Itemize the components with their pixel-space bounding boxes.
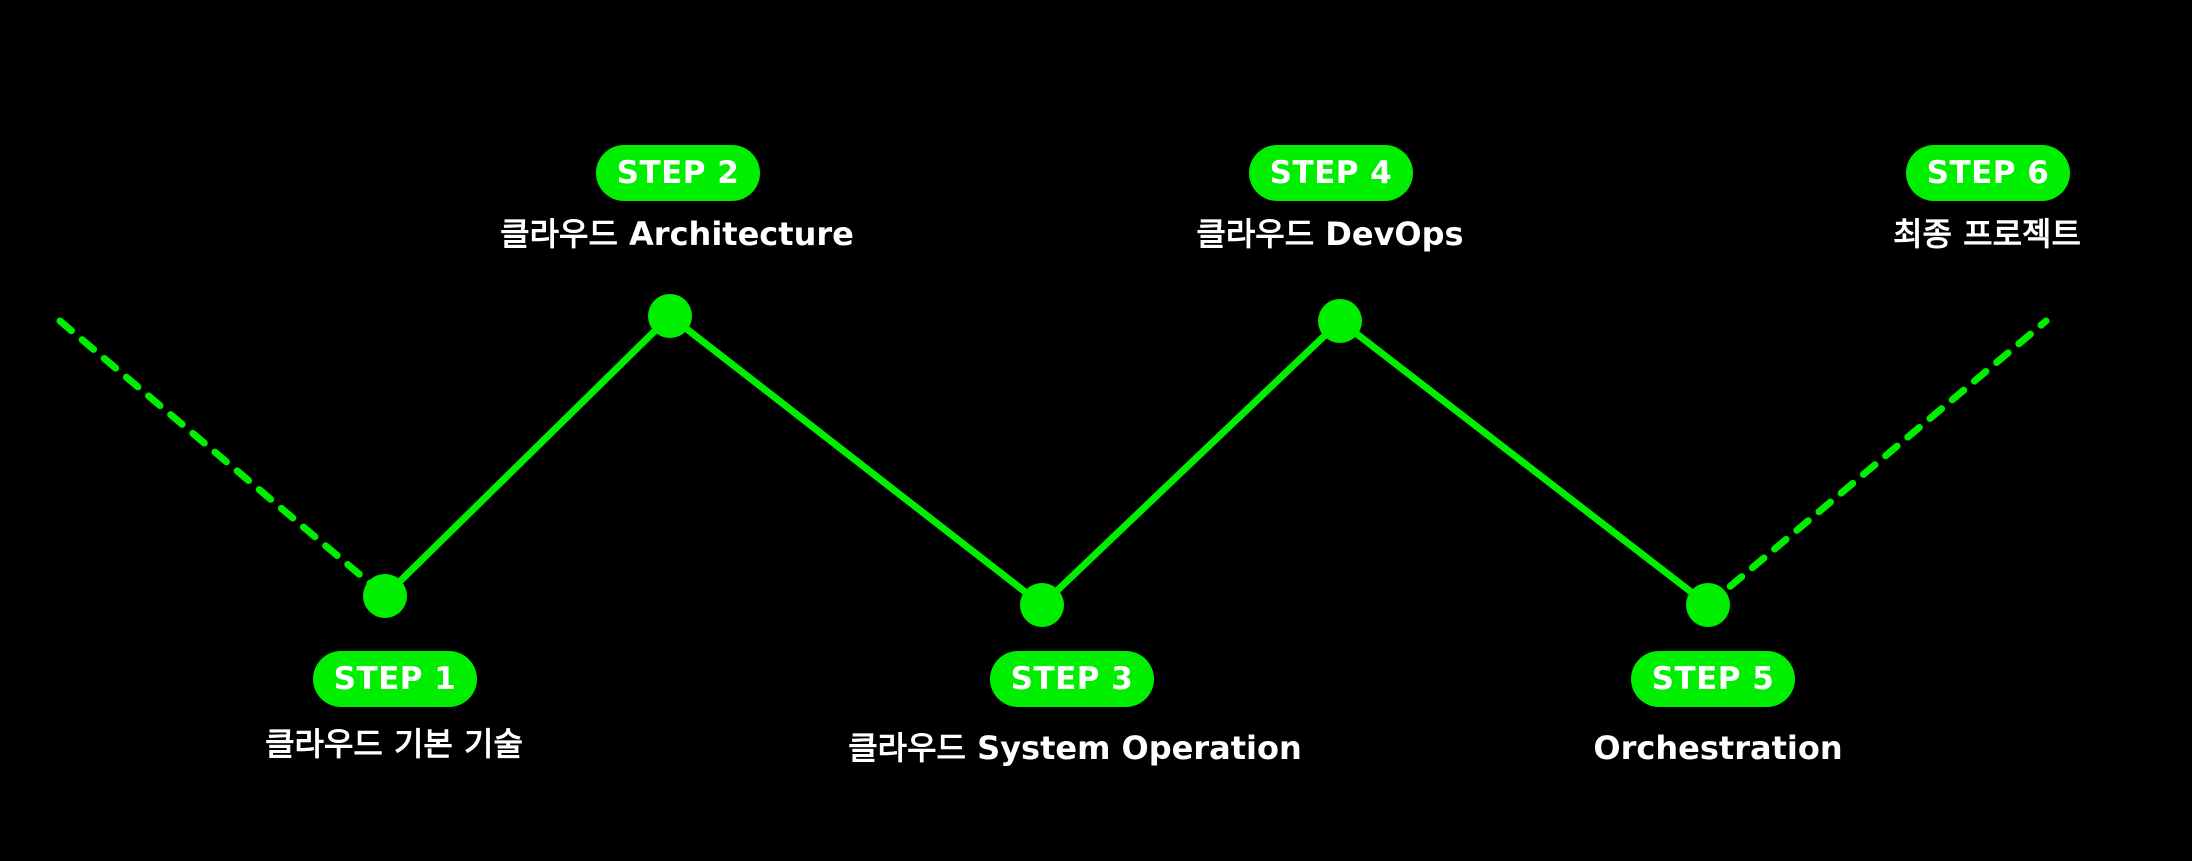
connector-line-3-4 [1038,317,1344,609]
step-5-badge: STEP 5 [1631,651,1795,707]
step-6-title: 최종 프로젝트 [1893,215,2081,253]
lead-in-dashed-line [56,317,389,600]
connector-line-2-3 [666,312,1046,609]
step-3-title: 클라우드 System Operation [848,729,1302,767]
step-2-node [648,294,692,338]
step-2-badge: STEP 2 [596,145,760,201]
step-1-badge: STEP 1 [313,651,477,707]
connector-line-4-5 [1336,317,1712,609]
step-4-title: 클라우드 DevOps [1196,215,1464,253]
step-4-node [1318,299,1362,343]
lead-out-dashed-line [1704,317,2050,609]
step-5-node [1686,583,1730,627]
step-6-badge: STEP 6 [1906,145,2070,201]
step-5-title: Orchestration [1593,729,1843,767]
step-2-title: 클라우드 Architecture [500,215,854,253]
step-4-badge: STEP 4 [1249,145,1413,201]
step-3-badge: STEP 3 [990,651,1154,707]
connector-line-1-2 [381,312,674,600]
step-1-node [363,574,407,618]
step-1-title: 클라우드 기본 기술 [265,725,523,763]
step-3-node [1020,583,1064,627]
